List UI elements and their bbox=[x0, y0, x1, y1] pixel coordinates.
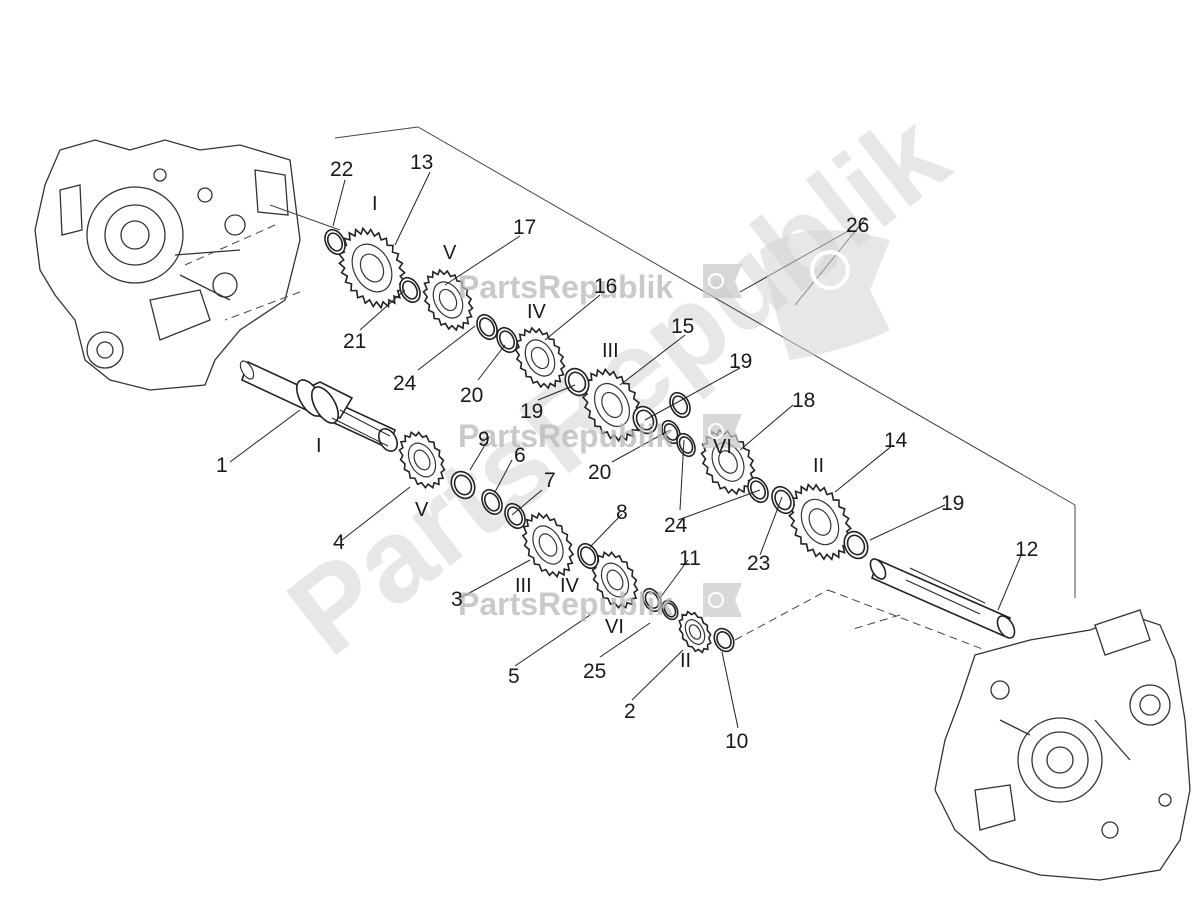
part-number-19-c: 19 bbox=[941, 492, 964, 515]
leader-lines bbox=[229, 171, 1023, 729]
bush-19-c bbox=[843, 530, 869, 560]
part-number-24-b: 24 bbox=[664, 514, 688, 537]
washer-25 bbox=[661, 599, 679, 621]
part-number-16: 16 bbox=[594, 275, 617, 298]
gear-4 bbox=[398, 430, 446, 490]
gear-17 bbox=[422, 268, 474, 332]
part-number-9: 9 bbox=[478, 428, 490, 451]
part-number-17: 17 bbox=[513, 216, 536, 239]
right-crankcase-housing bbox=[934, 609, 1191, 881]
gear-mark-5: VI bbox=[605, 616, 624, 638]
watermark-small-2: PartsRepublik bbox=[458, 414, 742, 454]
gear-mark-2: II bbox=[680, 650, 691, 672]
gear-mark-13: I bbox=[372, 193, 378, 215]
watermark-badge-icon-large bbox=[760, 230, 890, 360]
gears bbox=[337, 226, 853, 654]
gear-icon bbox=[708, 423, 724, 439]
part-number-13: 13 bbox=[410, 151, 433, 174]
part-number-20-a: 20 bbox=[460, 384, 483, 407]
part-number-10: 10 bbox=[725, 730, 748, 753]
gear-5 bbox=[591, 550, 639, 610]
part-number-7: 7 bbox=[544, 469, 556, 492]
washer-6 bbox=[481, 488, 503, 516]
washer-7 bbox=[504, 502, 526, 530]
part-number-25: 25 bbox=[583, 660, 606, 683]
part-number-19-b: 19 bbox=[729, 350, 752, 373]
part-number-labels: 1 2 3 4 5 6 7 8 9 10 11 12 13 14 15 16 1… bbox=[216, 151, 1038, 753]
washer-11 bbox=[642, 587, 662, 613]
washer-8 bbox=[577, 542, 599, 570]
part-number-20-b: 20 bbox=[588, 461, 611, 484]
gear-mark-15: III bbox=[602, 340, 619, 362]
left-crankcase-housing bbox=[34, 139, 301, 391]
gear-mark-3-a: III bbox=[515, 575, 532, 597]
washer-24-c bbox=[747, 476, 769, 504]
gear-3 bbox=[521, 511, 575, 579]
gear-mark-14: II bbox=[813, 455, 824, 477]
part-number-14: 14 bbox=[884, 429, 908, 452]
part-number-11: 11 bbox=[679, 547, 701, 570]
gear-14 bbox=[787, 482, 853, 562]
gear-mark-17: V bbox=[443, 242, 457, 264]
washer-26 bbox=[669, 391, 691, 419]
washers-and-bushes bbox=[324, 228, 869, 653]
washer-20-a bbox=[496, 326, 518, 354]
part-number-19-a: 19 bbox=[520, 400, 543, 423]
gear-mark-4: V bbox=[415, 499, 429, 521]
washer-24-b bbox=[676, 432, 696, 458]
main-shaft-1 bbox=[239, 360, 398, 452]
washer-21 bbox=[399, 276, 421, 304]
part-number-23: 23 bbox=[747, 552, 770, 575]
secondary-shaft-12 bbox=[869, 558, 1016, 639]
part-number-15: 15 bbox=[671, 315, 694, 338]
washer-24-a bbox=[476, 313, 498, 341]
part-number-4: 4 bbox=[333, 531, 345, 554]
gear-2 bbox=[678, 610, 712, 654]
part-number-1: 1 bbox=[216, 454, 228, 477]
washer-23 bbox=[771, 485, 795, 515]
washer-22 bbox=[324, 228, 346, 256]
gear-mark-3-b: IV bbox=[560, 575, 580, 597]
part-number-5: 5 bbox=[508, 665, 520, 688]
gear-icon bbox=[810, 250, 850, 290]
gear-13 bbox=[337, 226, 407, 310]
watermark-small-1: PartsRepublik bbox=[458, 264, 742, 305]
gear-marks: I V IV III VI II I V III IV VI II bbox=[316, 193, 824, 672]
watermark-small-text-2: PartsRepublik bbox=[458, 418, 673, 454]
watermark-small-text-1: PartsRepublik bbox=[458, 269, 673, 305]
part-number-2: 2 bbox=[624, 700, 636, 723]
part-number-3: 3 bbox=[451, 588, 463, 611]
gear-15 bbox=[581, 367, 643, 443]
gear-icon bbox=[708, 273, 724, 289]
part-number-6: 6 bbox=[514, 444, 526, 467]
gear-16 bbox=[514, 326, 566, 390]
gear-mark-18: VI bbox=[713, 436, 732, 458]
gear-mark-16: IV bbox=[527, 301, 547, 323]
part-number-22: 22 bbox=[330, 158, 353, 181]
part-number-24-a: 24 bbox=[393, 372, 417, 395]
part-number-21: 21 bbox=[343, 330, 366, 353]
reference-lines bbox=[184, 126, 1076, 651]
part-number-12: 12 bbox=[1015, 538, 1038, 561]
part-number-8: 8 bbox=[616, 501, 628, 524]
bush-19-a bbox=[564, 367, 590, 397]
watermark-small-3: PartsRepublik bbox=[458, 583, 742, 622]
gear-icon bbox=[708, 592, 724, 608]
watermark-small-text-3: PartsRepublik bbox=[458, 586, 673, 622]
part-number-18: 18 bbox=[792, 389, 815, 412]
part-number-26: 26 bbox=[846, 214, 869, 237]
bush-9 bbox=[450, 470, 476, 500]
gear-mark-shaft-1: I bbox=[316, 435, 322, 457]
watermark-logo-large bbox=[760, 230, 890, 360]
circlip-10 bbox=[713, 627, 735, 653]
